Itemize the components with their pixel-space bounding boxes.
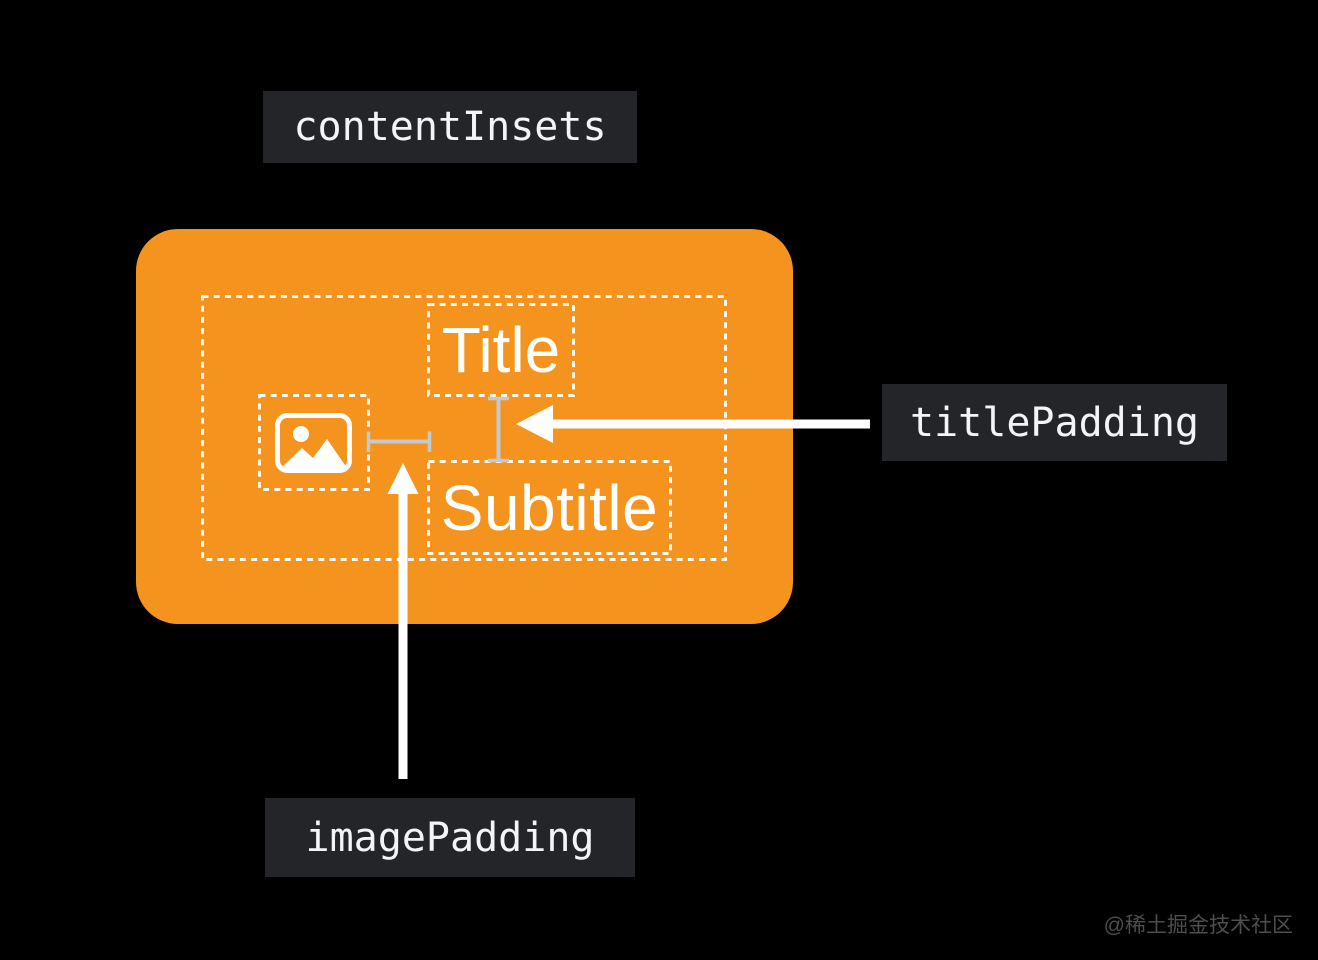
card-title: Title [441,313,561,386]
image-padding-label: imagePadding [265,798,635,877]
title-padding-label: titlePadding [882,384,1227,461]
card-subtitle: Subtitle [440,471,659,544]
content-insets-label: contentInsets [263,91,637,163]
watermark: @稀土掘金技术社区 [1103,914,1293,937]
widget-card [136,229,793,624]
